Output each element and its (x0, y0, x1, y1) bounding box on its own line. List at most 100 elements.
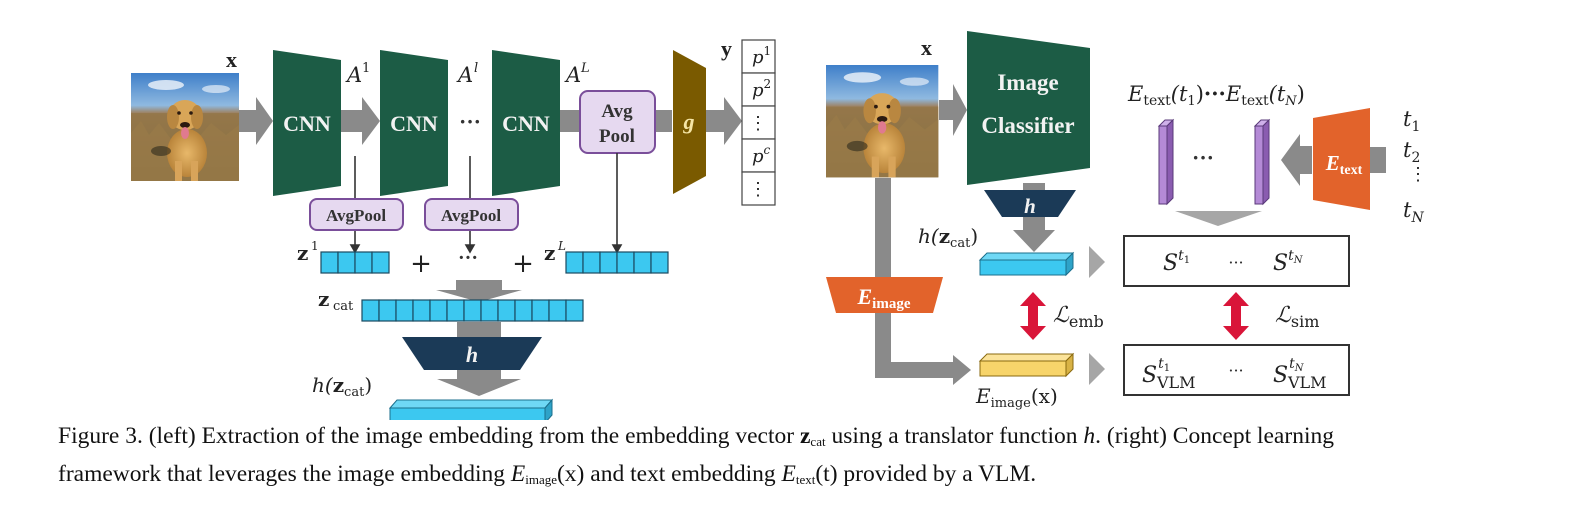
zL-cell (565, 251, 584, 274)
cnn-block-1: CNN (273, 50, 341, 196)
zL-cell (582, 251, 601, 274)
svg-text:h: h (1024, 194, 1036, 218)
svg-text:Etext: Etext (1325, 151, 1363, 178)
avgpool-1: AvgPool (309, 198, 404, 231)
image-classifier-block: Image Classifier (967, 31, 1090, 185)
output-cell-label: ⋮ (749, 179, 767, 200)
pool-connectors (349, 153, 623, 254)
text-input-label: ⋮ (1409, 164, 1427, 185)
e-image-x-label: Eimage(x) (975, 384, 1058, 411)
zcat-cell (497, 299, 516, 322)
e-image-embedding-bar (978, 352, 1075, 378)
h-output-arrow-left (437, 370, 521, 396)
zL-cell (599, 251, 618, 274)
h-output-arrow-right (1013, 217, 1055, 252)
text-input-label: t2 (1403, 138, 1420, 166)
text-embedding-bar-N (1253, 118, 1271, 206)
avgpool-final: Avg Pool (579, 90, 656, 154)
right-input-image (826, 65, 939, 178)
left-panel: x CNN CNN ··· CNN A 1 A l (131, 36, 776, 420)
zL-cell (633, 251, 652, 274)
zcat-cell (514, 299, 533, 322)
z1-vector (320, 251, 390, 274)
vlm-similarity-row: St1 VLM ··· StN VLM (1123, 344, 1350, 396)
zL-vector (565, 251, 669, 274)
svg-text:A: A (345, 63, 362, 87)
zcat-cell (463, 299, 482, 322)
svg-text:z: z (297, 241, 308, 265)
output-cell-label: ⋮ (749, 113, 767, 134)
svg-text:St1: St1 (1142, 356, 1170, 388)
svg-text:Avg: Avg (601, 101, 633, 122)
output-cell (741, 72, 776, 107)
svg-text:h: h (466, 342, 478, 367)
z1-cell (354, 251, 373, 274)
zcat-cell (395, 299, 414, 322)
svg-text:h(zcat): h(zcat) (312, 373, 372, 400)
svg-text:Pool: Pool (599, 126, 635, 147)
svg-text:···: ··· (1228, 253, 1243, 272)
svg-text:Eimage(x): Eimage(x) (975, 384, 1058, 411)
svg-text:Image: Image (997, 70, 1058, 95)
zcat-cell (565, 299, 584, 322)
svg-text:1: 1 (311, 239, 319, 253)
plus-2: + (512, 249, 534, 279)
plus-1: + (410, 249, 432, 279)
cnn-block-3: CNN (492, 50, 560, 196)
loss-sim-label: ℒsim (1275, 303, 1319, 331)
zcat-cell (378, 299, 397, 322)
output-cell (741, 171, 776, 206)
svg-text:h(zcat): h(zcat) (918, 224, 978, 251)
g-block: g (673, 50, 706, 194)
svg-text:Eimage: Eimage (856, 284, 910, 312)
svg-text:AvgPool: AvgPool (441, 206, 501, 225)
h-block-right: h (984, 190, 1076, 218)
cnn-dots: ··· (459, 109, 481, 134)
left-input-image (131, 73, 239, 181)
activation-label-1: A 1 (345, 61, 370, 87)
svg-text:L: L (557, 239, 566, 253)
z1-cell (337, 251, 356, 274)
figure-caption: Figure 3. (left) Extraction of the image… (58, 423, 1334, 487)
svg-text:StN: StN (1273, 248, 1304, 276)
hzcat-label-right: h(zcat) (918, 224, 978, 251)
svg-text:A: A (456, 63, 473, 87)
zL-label: z L (544, 239, 566, 265)
h-arrow-stem-left (457, 322, 501, 338)
svg-text:AvgPool: AvgPool (326, 206, 386, 225)
cnn-block-2: CNN (380, 50, 448, 196)
zcat-cell (412, 299, 431, 322)
svg-text:ℒemb: ℒemb (1053, 303, 1104, 331)
text-embedding-header: Etext(t1)···Etext(tN) (1127, 81, 1305, 109)
right-input-label: x (921, 35, 932, 60)
z-dots: ··· (458, 247, 478, 269)
cnn-label-3: CNN (502, 111, 550, 136)
svg-text:1: 1 (362, 61, 370, 76)
arrow-to-vlm-row (1089, 353, 1105, 385)
arrow-text-input-stem (1370, 147, 1386, 173)
concat-arrow (436, 280, 522, 302)
similarity-row: St1 ··· StN (1123, 235, 1350, 287)
activation-label-L: A L (564, 61, 590, 87)
svg-text:z: z (318, 287, 329, 311)
right-panel: x Image Classifier Eimage h h(zcat) (826, 31, 1427, 411)
h-arrow-stem-right (1023, 183, 1045, 193)
svg-text:Etext(t1)···Etext(tN): Etext(t1)···Etext(tN) (1127, 81, 1305, 109)
activation-label-l: A l (456, 61, 478, 87)
svg-text:g: g (683, 109, 695, 134)
e-text-encoder: Etext (1313, 108, 1370, 210)
svg-text:StN: StN (1273, 356, 1305, 388)
zcat-cell (531, 299, 550, 322)
zcat-cell (548, 299, 567, 322)
e-image-encoder: Eimage (826, 277, 943, 313)
svg-text:ℒsim: ℒsim (1275, 303, 1319, 331)
hzcat-label-left: h(zcat) (312, 373, 372, 400)
cnn-label-1: CNN (283, 111, 331, 136)
svg-text:L: L (580, 61, 590, 76)
text-input-label: t1 (1403, 107, 1420, 135)
h-block-left: h (402, 337, 542, 370)
svg-text:A: A (564, 63, 581, 87)
zL-cell (650, 251, 669, 274)
